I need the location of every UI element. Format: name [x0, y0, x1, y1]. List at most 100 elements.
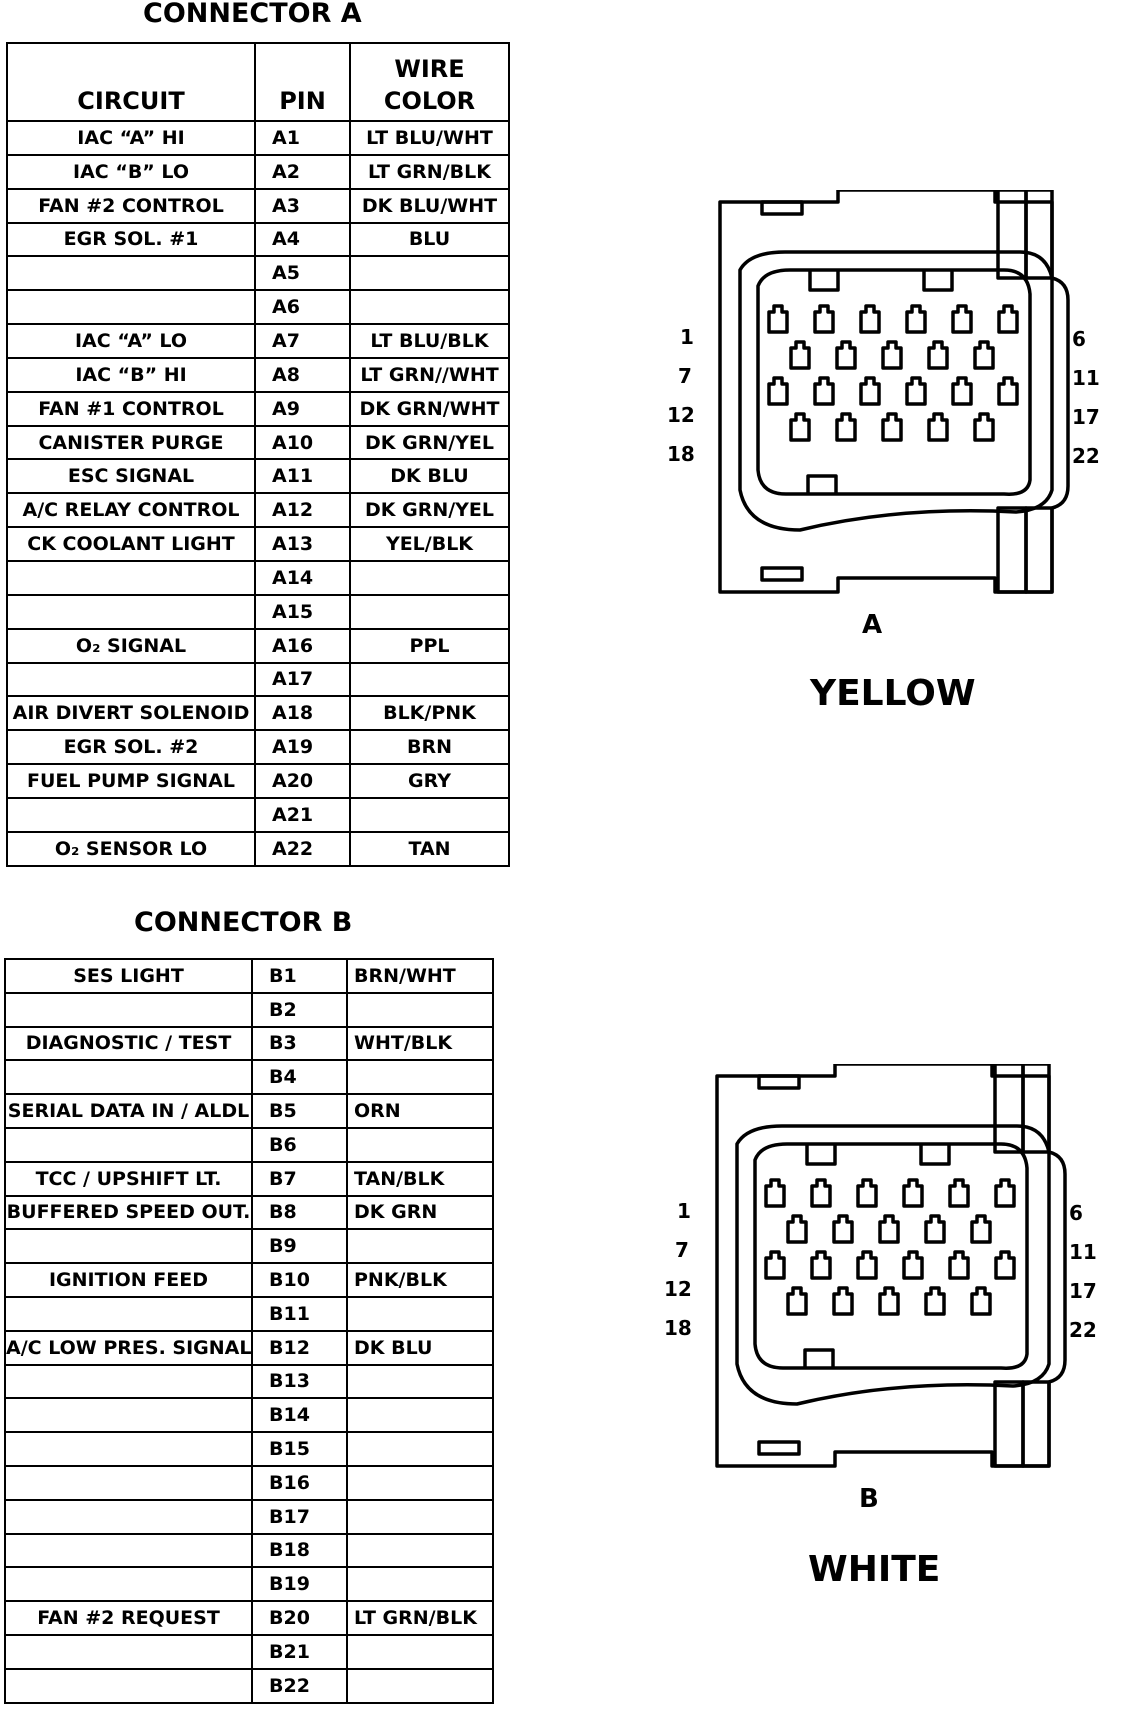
pin-cavity [813, 304, 835, 334]
pin-cavity [856, 1178, 878, 1208]
pin-cell: B14 [251, 1397, 348, 1434]
connector-a-letter: A [862, 610, 883, 640]
table-row: A5 [6, 255, 510, 292]
circuit-cell: O₂ SENSOR LO [6, 830, 256, 867]
key-notch [805, 1144, 837, 1166]
pin-cell: A6 [254, 289, 351, 326]
pin-cell: B3 [251, 1025, 348, 1062]
wire-color-cell [346, 1498, 494, 1535]
pin-cavity [881, 412, 903, 442]
circuit-cell: SERIAL DATA IN / ALDL [4, 1093, 253, 1129]
connector-a-color-label: YELLOW [810, 673, 976, 714]
pin-number-label: 1 [677, 1199, 691, 1223]
pin-cavity [856, 1250, 878, 1280]
wire-color-header-line2: COLOR [383, 87, 476, 115]
pin-cell: B9 [251, 1228, 348, 1265]
pin-cavity [767, 304, 789, 334]
pin-cavity [786, 1286, 808, 1316]
key-notch [808, 270, 840, 292]
pin-cell: B21 [251, 1633, 348, 1670]
wire-color-cell [346, 1532, 494, 1569]
pin-cavity [997, 376, 1019, 406]
wire-color-cell [349, 593, 510, 630]
latch-block [996, 506, 1028, 594]
wire-color-cell: YEL/BLK [349, 526, 510, 562]
pin-cavity [878, 1214, 900, 1244]
circuit-cell [6, 661, 256, 698]
wire-color-header: WIRE COLOR [349, 42, 510, 122]
table-row: B17 [4, 1498, 494, 1535]
circuit-cell: FUEL PUMP SIGNAL [6, 763, 256, 799]
wire-color-cell [349, 289, 510, 326]
circuit-cell [4, 1566, 253, 1603]
pin-cavity [948, 1250, 970, 1280]
table-row: B22 [4, 1667, 494, 1704]
wire-color-cell: DK BLU [349, 458, 510, 495]
wire-color-cell: GRY [349, 763, 510, 799]
circuit-cell: IGNITION FEED [4, 1262, 253, 1298]
circuit-cell: IAC “B” LO [6, 153, 256, 190]
pin-cavity [905, 304, 927, 334]
pin-cell: A19 [254, 729, 351, 766]
pin-cell: B1 [251, 958, 348, 994]
wire-color-cell: BLU [349, 221, 510, 258]
table-row: A6 [6, 289, 510, 326]
wire-color-cell: TAN [349, 830, 510, 867]
wire-color-cell: LT BLU/BLK [349, 323, 510, 359]
wire-color-cell [346, 991, 494, 1028]
wire-color-cell: BRN/WHT [346, 958, 494, 994]
pin-cell: B18 [251, 1532, 348, 1569]
wire-color-cell [346, 1059, 494, 1096]
pin-cavity [878, 1286, 900, 1316]
circuit-cell: ESC SIGNAL [6, 458, 256, 495]
circuit-cell: CANISTER PURGE [6, 424, 256, 461]
tab [760, 566, 804, 582]
wire-color-cell [346, 1431, 494, 1467]
pin-cavity [832, 1286, 854, 1316]
pin-cell: B20 [251, 1600, 348, 1636]
pin-cavity [835, 340, 857, 370]
wire-color-cell: BLK/PNK [349, 695, 510, 732]
circuit-cell: EGR SOL. #1 [6, 221, 256, 258]
pin-cell: A5 [254, 255, 351, 292]
pin-cavity [810, 1178, 832, 1208]
wire-color-cell [346, 1667, 494, 1704]
pin-cavity [789, 412, 811, 442]
tab [757, 1440, 801, 1456]
circuit-cell: SES LIGHT [4, 958, 253, 994]
pin-cell: A11 [254, 458, 351, 495]
circuit-cell [4, 1295, 253, 1332]
pin-cavity [905, 376, 927, 406]
table-row: A15 [6, 593, 510, 630]
latch-block [1024, 190, 1054, 280]
connector-shroud [738, 250, 1054, 532]
table-row: A21 [6, 796, 510, 833]
connector-inner-shroud [756, 268, 1032, 496]
wire-color-cell: LT BLU/WHT [349, 120, 510, 156]
wire-color-cell: PPL [349, 627, 510, 664]
pin-cell: A22 [254, 830, 351, 867]
pin-cell: B17 [251, 1498, 348, 1535]
circuit-cell [6, 559, 256, 596]
pin-cell: A13 [254, 526, 351, 562]
wire-color-cell [346, 1363, 494, 1400]
pin-number-label: 7 [678, 364, 692, 388]
table-row: B6 [4, 1126, 494, 1163]
wire-color-cell [346, 1633, 494, 1670]
latch-block [1021, 1064, 1051, 1154]
pin-cell: B7 [251, 1160, 348, 1197]
wire-color-cell: ORN [346, 1093, 494, 1129]
circuit-cell [4, 1532, 253, 1569]
